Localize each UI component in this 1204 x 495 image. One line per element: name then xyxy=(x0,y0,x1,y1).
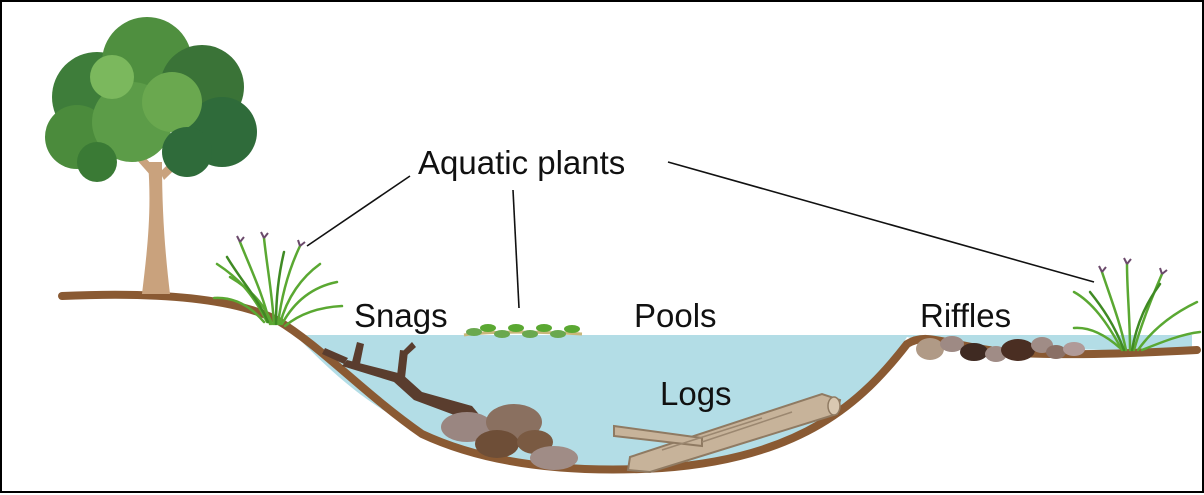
label-pools: Pools xyxy=(634,297,717,334)
label-riffles: Riffles xyxy=(920,297,1011,334)
grass-clump-icon xyxy=(214,238,342,326)
grass-seed-heads xyxy=(1099,258,1167,274)
grass-seed-heads xyxy=(237,232,305,246)
label-snags: Snags xyxy=(354,297,448,334)
tree-icon xyxy=(45,17,257,294)
label-logs: Logs xyxy=(660,375,732,412)
aquatic-plants-leaders xyxy=(307,162,1094,308)
label-aquatic-plants: Aquatic plants xyxy=(418,144,625,181)
